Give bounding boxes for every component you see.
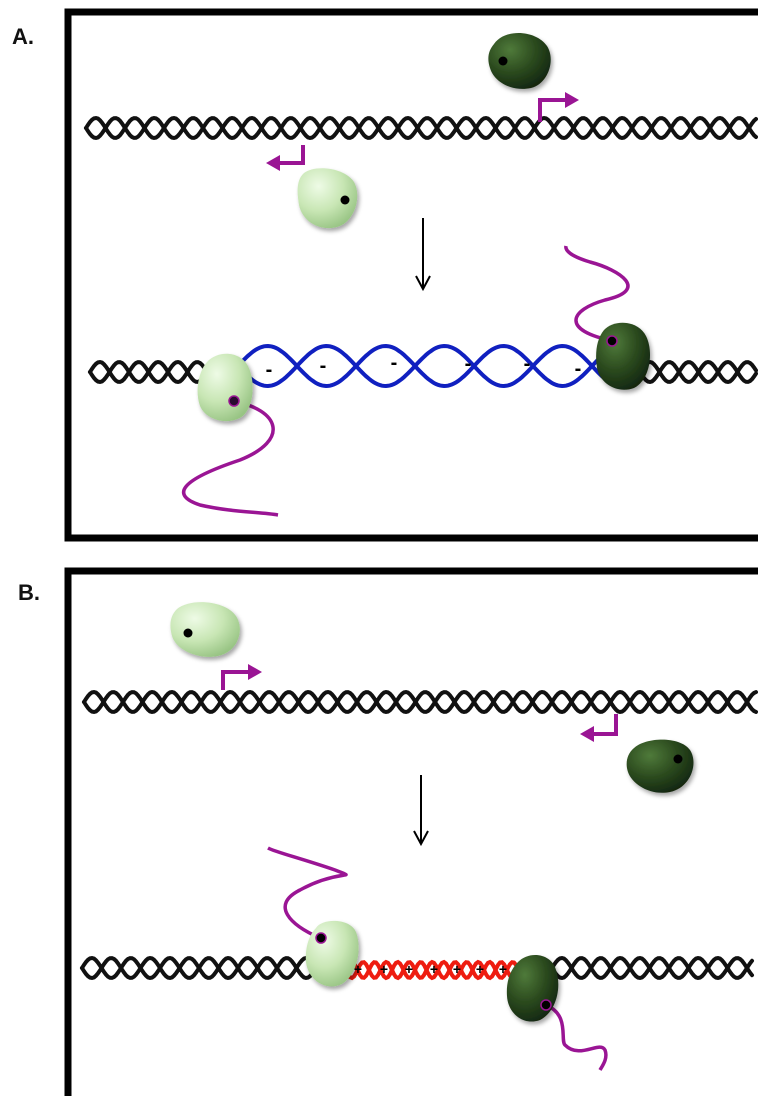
panel-label-a: A. (12, 24, 34, 49)
rna-polymerase-light-free-b (170, 602, 240, 657)
positive-sign-4: + (430, 961, 438, 977)
positive-sign-5: + (453, 961, 461, 977)
rna-polymerase-light-elongating-b (305, 920, 359, 987)
dna-b-right-strand-2 (550, 955, 754, 981)
promoter-arrow-a-right (538, 92, 579, 122)
promoter-arrow-b-left (580, 714, 618, 742)
rna-polymerase-dark-free-b (626, 739, 694, 793)
dna-a-left-strand-2 (88, 359, 214, 385)
dna-helix-a-initial (84, 115, 758, 141)
dna-b-positive-supercoil-strand-1 (344, 959, 522, 981)
reaction-arrow-a (415, 218, 431, 292)
dna-b-initial-strand-1 (82, 689, 758, 715)
reaction-arrow-b (413, 775, 429, 847)
positive-sign-1: + (354, 961, 362, 977)
positive-sign-7: + (499, 961, 507, 977)
negative-sign-6: - (575, 358, 582, 380)
rna-polymerase-dark-elongating (596, 322, 650, 390)
dna-b-right-strand-1 (550, 955, 754, 981)
dna-a-initial-strand-2 (84, 115, 758, 141)
positive-sign-3: + (405, 961, 413, 977)
rna-polymerase-dark-free (488, 32, 551, 89)
dna-helix-b-result (80, 955, 754, 981)
positive-sign-2: + (380, 961, 388, 977)
rna-transcript-b-left (267, 846, 348, 940)
dna-helix-a-result (88, 343, 758, 389)
rna-polymerase-light-free (297, 168, 358, 229)
negative-sign-1: - (266, 359, 273, 381)
negative-sign-3: - (391, 352, 398, 374)
promoter-arrow-a-left (266, 145, 305, 171)
rna-transcript-a-left (181, 399, 279, 517)
panel-label-b: B. (18, 580, 40, 605)
dna-b-initial-strand-2 (82, 689, 758, 715)
dna-b-positive-supercoil-strand-2 (344, 959, 522, 981)
negative-sign-2: - (320, 355, 327, 377)
panel-b-frame (64, 567, 758, 1096)
negative-sign-5: - (524, 353, 531, 375)
dna-a-initial-strand-1 (84, 115, 758, 141)
positive-sign-6: + (476, 961, 484, 977)
rna-transcript-b-right (545, 1003, 608, 1071)
negative-supercoil-signs: ------ (266, 352, 582, 381)
dna-a-right-strand-2 (638, 359, 758, 385)
positive-supercoil-signs: + + + + + + + (354, 961, 507, 977)
rna-transcript-a-right (564, 245, 630, 343)
promoter-arrow-b-right (221, 664, 262, 690)
rna-polymerase-dark-elongating-b (506, 955, 559, 1022)
dna-helix-b-initial (82, 689, 758, 715)
dna-a-negative-supercoil-strand-2 (236, 343, 606, 389)
dna-a-negative-supercoil-strand-1 (236, 343, 606, 389)
negative-sign-4: - (465, 353, 472, 375)
panel-a-frame (64, 8, 758, 542)
rna-polymerase-light-elongating (197, 353, 253, 422)
dna-b-left-strand-2 (80, 955, 322, 981)
